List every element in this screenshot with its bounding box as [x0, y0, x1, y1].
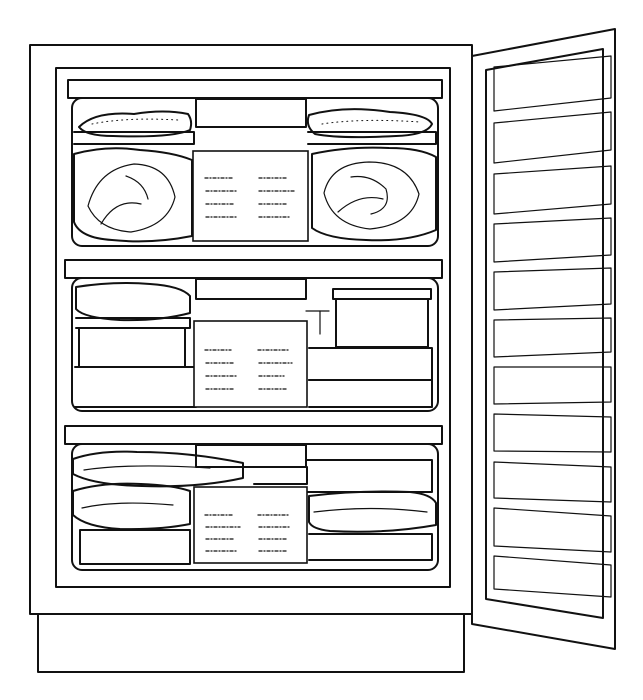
- lidded-box: [308, 288, 433, 408]
- bottom-label-card: [193, 486, 308, 564]
- cabbage-bag: [311, 146, 437, 242]
- top-label-card: [192, 150, 309, 242]
- flat-packs: [253, 459, 437, 561]
- top-drawer[interactable]: [67, 79, 443, 247]
- packaged-meat-left: [78, 110, 193, 138]
- open-freezer-door[interactable]: [471, 28, 616, 650]
- bottom-drawer[interactable]: [64, 425, 443, 571]
- whole-chicken-bag: [73, 147, 193, 243]
- wrapped-packages: [72, 450, 244, 565]
- middle-drawer[interactable]: [64, 259, 443, 412]
- freezer-base: [37, 613, 465, 673]
- middle-label-card: [193, 320, 308, 408]
- door-shelves: [493, 55, 612, 598]
- stacked-food-containers: [74, 282, 197, 408]
